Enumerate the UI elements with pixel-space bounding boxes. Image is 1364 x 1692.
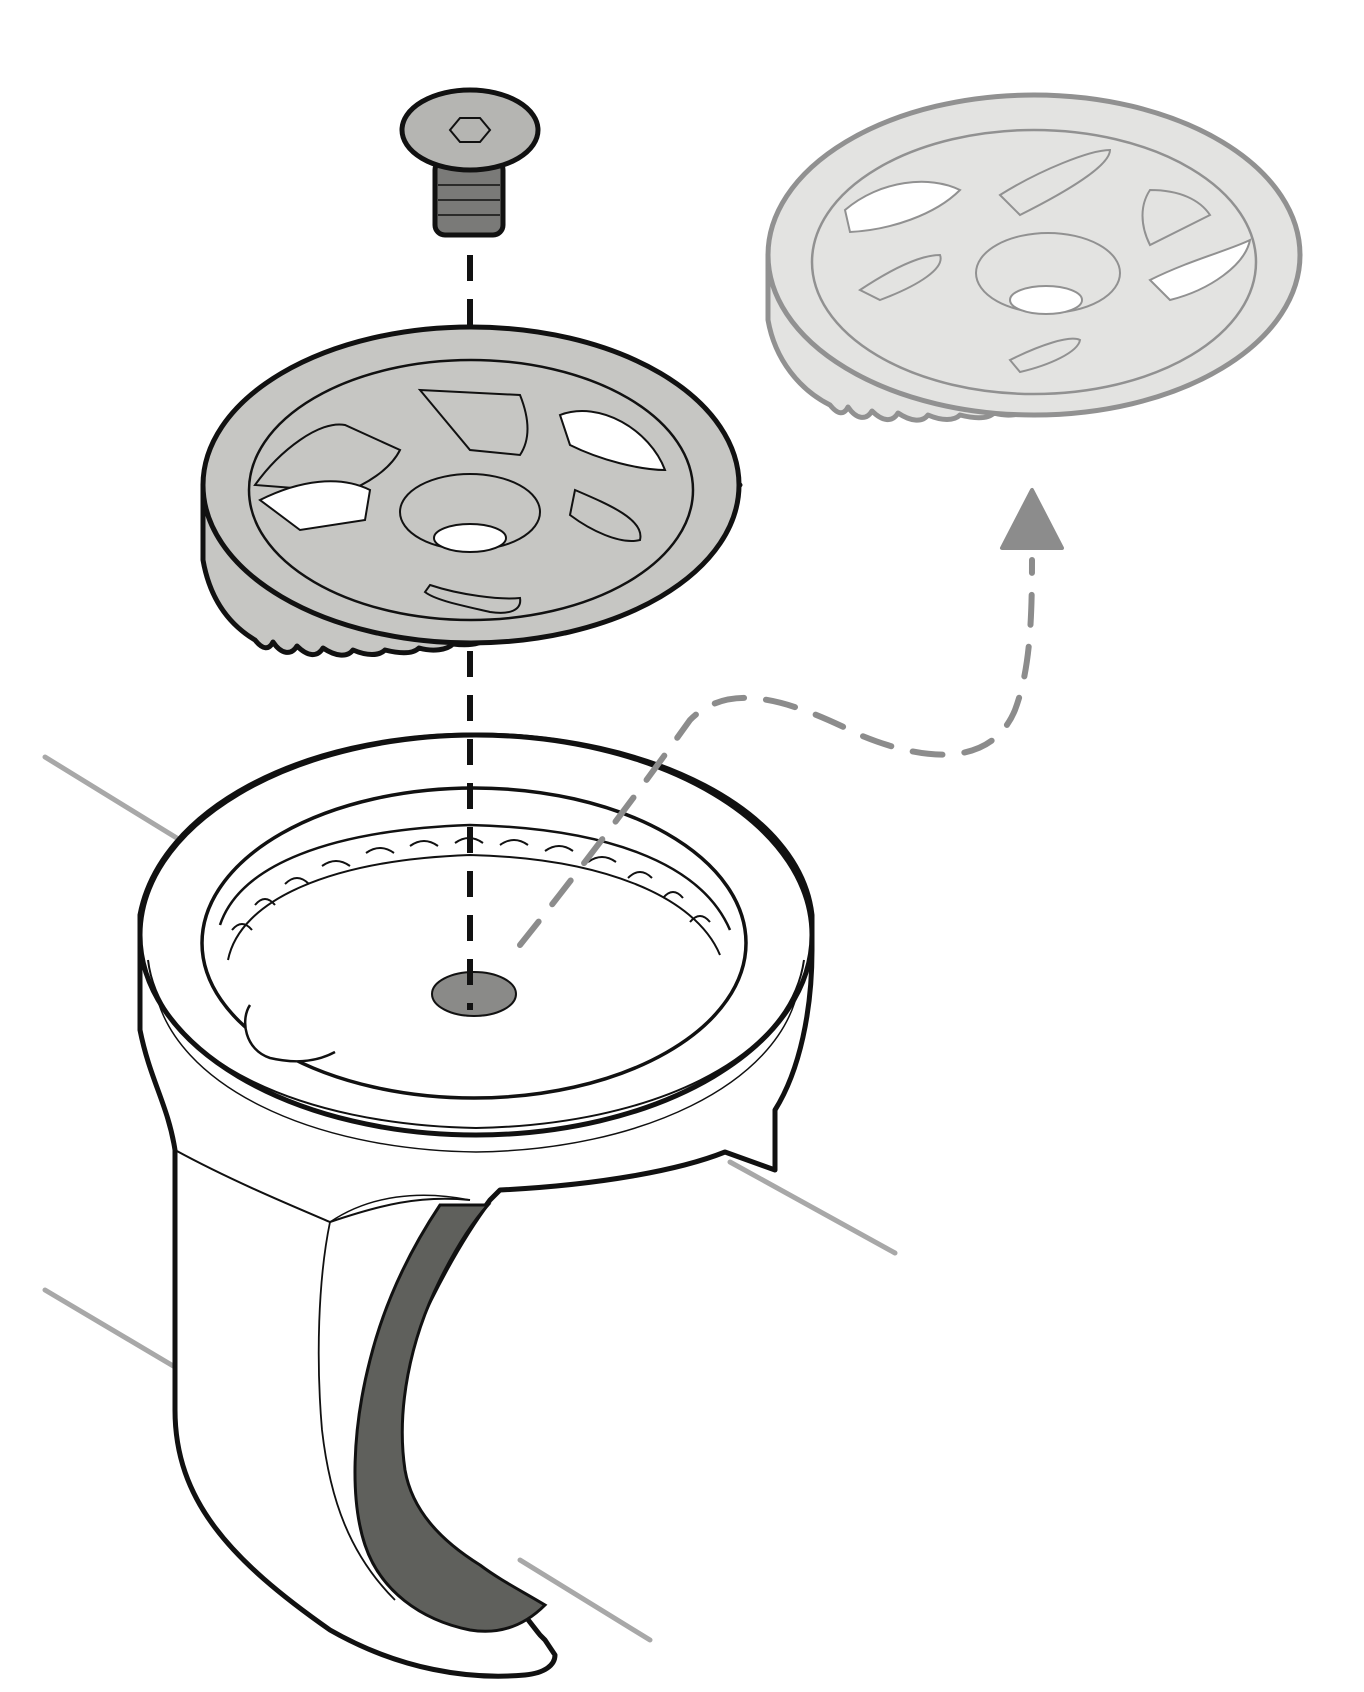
mount-plate-icon xyxy=(200,324,743,658)
curved-dashed-arrow-icon xyxy=(517,488,1064,948)
mount-plate-ghost-icon xyxy=(765,92,1303,423)
handlebar-icon xyxy=(42,754,898,1643)
bar-clamp-body-icon xyxy=(137,732,815,1679)
hex-socket-screw-icon xyxy=(399,87,541,238)
